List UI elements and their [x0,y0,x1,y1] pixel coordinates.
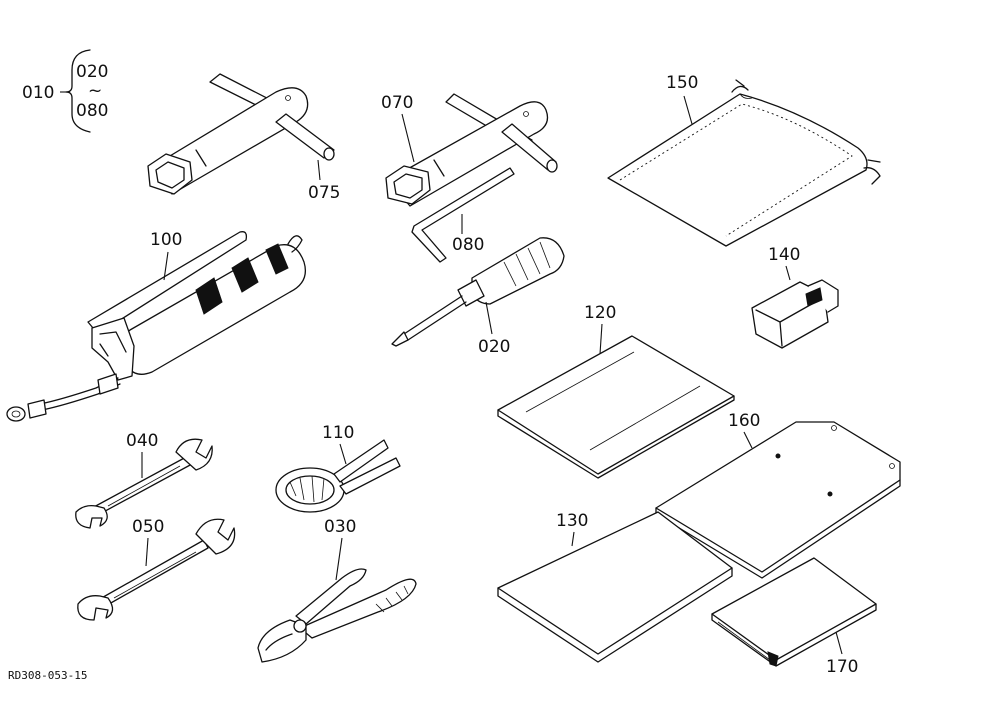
part-label-075: 075 [308,183,340,203]
hex-key-icon [411,167,515,263]
part-label-160: 160 [728,411,760,431]
part-110[interactable]: 110 [275,423,401,513]
part-label-140: 140 [768,245,800,265]
part-100[interactable]: 100 [6,230,307,422]
part-170[interactable]: 170 [711,557,877,677]
part-label-150: 150 [666,73,698,93]
plate-icon [655,421,901,579]
part-label-170: 170 [826,657,858,677]
part-130[interactable]: 130 [497,511,733,663]
part-070[interactable]: 070 [381,93,558,207]
t-box-wrench-icon [147,73,335,195]
part-080[interactable]: 080 [411,167,515,263]
bracket-group: 010 020 ~ 080 [22,49,108,133]
part-020[interactable]: 020 [391,237,565,357]
bracket-parent-label: 010 [22,83,54,103]
part-label-130: 130 [556,511,588,531]
bracket-range-from: 020 [76,62,108,82]
part-050[interactable]: 050 [77,517,236,621]
part-label-120: 120 [584,303,616,323]
part-150[interactable]: 150 [607,73,881,247]
part-label-070: 070 [381,93,413,113]
part-120[interactable]: 120 [497,303,735,479]
grease-gun-icon [6,231,307,422]
bracket-range-sep: ~ [88,81,102,101]
wrench-icon [77,518,236,621]
part-160[interactable]: 160 [655,411,901,579]
part-label-110: 110 [322,423,354,443]
part-label-040: 040 [126,431,158,451]
wrench-icon [75,438,213,529]
manual-icon [497,335,735,479]
folded-sheet-icon [711,557,877,667]
filter-wrench-icon [275,439,401,513]
part-label-080: 080 [452,235,484,255]
part-label-020: 020 [478,337,510,357]
screwdriver-icon [391,237,565,347]
connector-cap-icon [751,279,839,349]
part-040[interactable]: 040 [75,431,213,529]
figure-code: RD308-053-15 [8,669,87,682]
booklet-icon [497,511,733,663]
part-075[interactable]: 075 [147,73,340,203]
part-label-050: 050 [132,517,164,537]
bracket-range-to: 080 [76,101,108,121]
tool-bag-icon [607,79,881,247]
part-label-100: 100 [150,230,182,250]
part-label-030: 030 [324,517,356,537]
part-030[interactable]: 030 [257,517,417,663]
pliers-icon [257,568,417,663]
part-140[interactable]: 140 [751,245,839,349]
t-box-wrench-icon [385,93,558,207]
